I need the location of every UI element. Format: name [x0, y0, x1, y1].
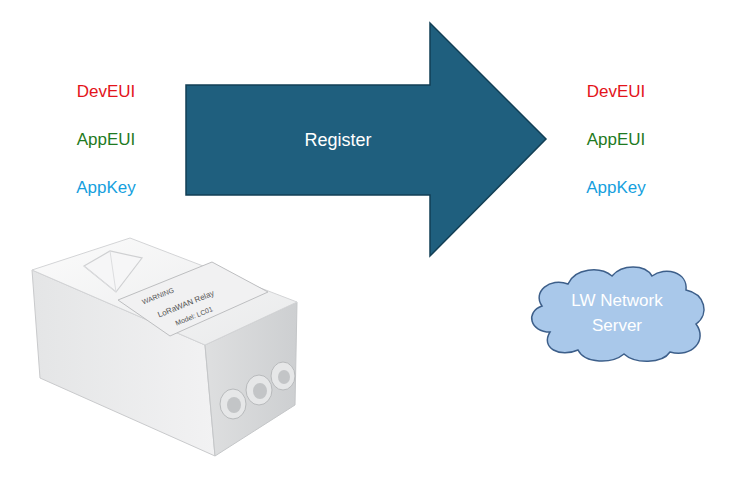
- register-arrow: Register: [185, 22, 547, 258]
- cable-gland-bore: [227, 397, 241, 413]
- label-plate: [118, 262, 268, 336]
- field-name: AppKey: [586, 178, 646, 198]
- diamond-emboss: [84, 251, 142, 292]
- cable-glands: [220, 362, 295, 419]
- field-name: AppEUI: [77, 130, 136, 150]
- diamond-emboss-facet: [84, 251, 116, 292]
- field-name: AppEUI: [587, 130, 646, 150]
- network-server-cloud-outline: [520, 262, 714, 364]
- cable-gland-bore: [253, 383, 267, 399]
- cable-gland: [246, 375, 272, 405]
- node-label: LW Network Server: [552, 289, 682, 338]
- node-text-area: Register: [185, 85, 491, 195]
- node-text-area: LW Network Server: [552, 282, 682, 346]
- network-server-cloud-shape: [532, 267, 704, 361]
- field-name: DevEUI: [587, 82, 646, 102]
- housing-top-face: [32, 238, 297, 345]
- field-name: AppKey: [76, 178, 136, 198]
- cable-gland: [271, 362, 295, 390]
- relay-housing: [32, 238, 297, 456]
- register-arrow-shape: [186, 23, 546, 256]
- field-name: DevEUI: [77, 82, 136, 102]
- node-label: Register: [304, 127, 371, 153]
- network-server-cloud: LW Network Server: [520, 262, 714, 364]
- cable-gland: [220, 389, 246, 419]
- cable-gland-bore: [278, 370, 290, 384]
